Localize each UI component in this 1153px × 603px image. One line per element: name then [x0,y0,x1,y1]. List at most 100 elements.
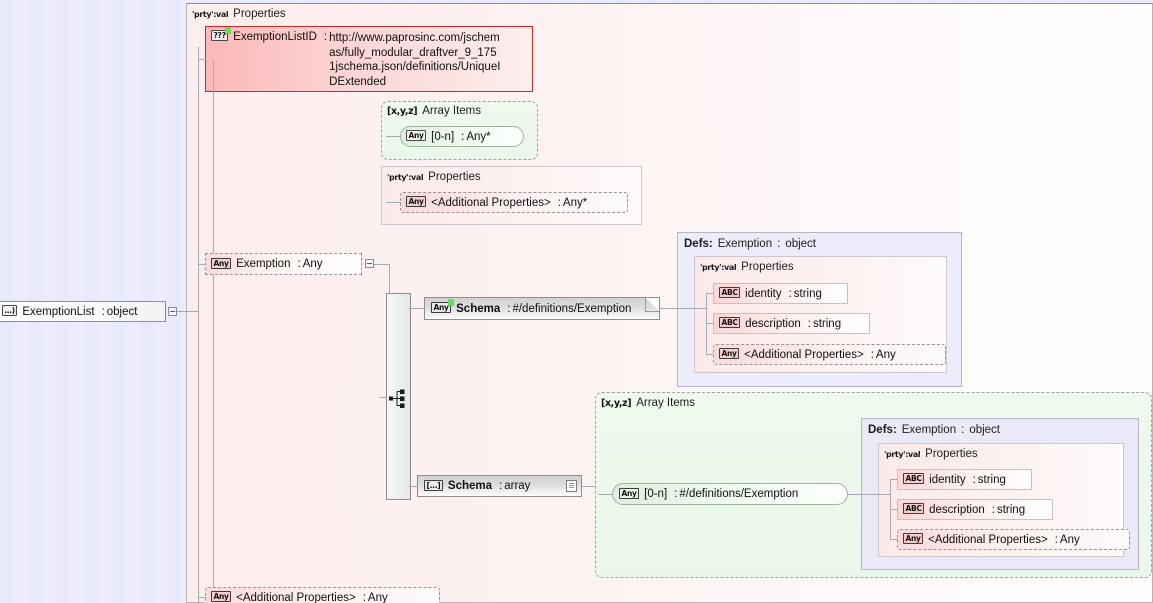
node-additional-properties-inner[interactable]: Any <Additional Properties> : Any* [400,192,628,213]
any-icon: Any [719,348,740,359]
array-items-top-connector [386,136,401,137]
properties-container-header: 'prty':val Properties [187,4,1152,20]
node-schema-ref-separator: : [507,302,511,315]
node-additional-properties-upper-separator: : [870,348,874,361]
root-node-exemptionlist[interactable]: …) ExemptionList : object [0,301,166,322]
defs-lower-properties-label: Properties [925,448,978,460]
string-icon: ABC [903,473,925,484]
node-identity-upper-separator: : [788,287,792,300]
exemption-any-connector [199,264,206,265]
schema-array-out-connector [582,486,596,487]
root-collapse-handle[interactable] [168,307,177,316]
defs-upper-type: object [785,238,816,250]
node-additional-properties-bottom[interactable]: Any <Additional Properties> : Any [205,587,440,603]
schema-ref-in-connector [409,308,425,309]
choice-tree-icon [389,389,405,408]
node-array-item-ref-name: [0-n] [644,488,668,500]
additional-properties-upper-connector [707,354,714,355]
node-schema-array-separator: : [499,480,503,492]
exemptionlistid-branch-spine [213,60,214,600]
properties-inner-header: 'prty':val Properties [382,167,641,183]
unknown-icon: ??? [211,27,232,41]
any-icon: Any [406,196,427,207]
node-additional-properties-inner-type: Any* [562,196,588,209]
node-description-upper-type: string [812,317,842,330]
node-additional-properties-inner-name: <Additional Properties> [431,196,551,209]
array-items-icon: [x,y,z] [387,105,418,117]
properties-container-label: Properties [233,8,286,20]
node-additional-properties-upper[interactable]: Any <Additional Properties> : Any [713,344,946,365]
node-additional-properties-upper-name: <Additional Properties> [744,348,864,361]
defs-upper-branch-spine [706,293,707,355]
node-schema-array-name: Schema [447,480,493,492]
exemption-any-expand-handle[interactable] [365,259,374,268]
node-additional-properties-bottom-name: <Additional Properties> [236,591,356,603]
choice-bar-in-connector [379,397,387,398]
node-array-item-any-separator: : [461,130,465,143]
any-icon: Any [211,591,232,602]
array-item-ref-in-connector [598,494,613,495]
node-identity-upper-name: identity [745,287,782,300]
object-icon: …) [2,305,18,316]
node-additional-properties-lower-name: <Additional Properties> [928,533,1048,546]
node-exemption-any[interactable]: Any Exemption : Any [205,253,362,275]
folded-corner-icon [645,298,659,312]
string-icon: ABC [719,317,741,328]
green-flag-icon [225,27,232,35]
node-schema-ref[interactable]: Any Schema : #/definitions/Exemption [424,297,660,320]
node-additional-properties-inner-separator: : [557,196,561,209]
node-exemptionlistid[interactable]: ??? ExemptionListID : http://www.paprosi… [205,26,533,92]
node-exemption-any-name: Exemption [236,258,291,270]
node-description-upper-name: description [745,317,801,330]
node-array-item-ref[interactable]: Any [0-n] : #/definitions/Exemption [612,483,848,505]
node-schema-ref-name: Schema [456,302,501,315]
prty-val-icon: 'prty':val [884,449,921,459]
any-icon: Any [619,487,640,499]
defs-upper-properties-header: 'prty':val Properties [695,257,946,273]
node-description-lower-type: string [996,503,1026,516]
description-lower-connector [891,509,898,510]
defs-upper-header: Defs: Exemption : object [678,233,961,250]
node-array-item-any-name: [0-n] [431,130,455,143]
node-additional-properties-bottom-type: Any [367,591,388,603]
prty-val-icon: 'prty':val [387,172,424,182]
any-icon: Any [431,299,455,313]
node-schema-array[interactable]: [...] Schema : array [417,475,582,497]
exemption-any-right-connector [374,264,389,265]
prty-val-icon: 'prty':val [700,262,737,272]
document-expand-icon[interactable] [566,480,577,492]
node-identity-lower-type: string [977,473,1006,486]
node-identity-upper-type: string [793,287,822,300]
defs-upper-branch-in [677,308,707,309]
node-description-lower[interactable]: ABC description : string [897,499,1053,520]
node-description-upper[interactable]: ABC description : string [713,313,870,334]
defs-lower-type: object [969,424,1000,436]
root-connector [177,311,199,312]
root-node-separator: : [101,305,105,318]
properties-inner-label: Properties [428,171,481,183]
defs-upper-properties-label: Properties [741,261,794,273]
identity-lower-connector [891,479,898,480]
array-icon: [...] [424,479,443,491]
additional-properties-lower-connector [891,539,898,540]
node-additional-properties-bottom-separator: : [362,591,366,603]
array-items-lower-header: [x,y,z] Array Items [596,393,1151,409]
schema-array-in-connector [409,486,418,487]
node-description-upper-separator: : [807,317,811,330]
root-node-type: object [106,305,138,318]
defs-lower-branch-in [861,494,891,495]
node-exemptionlistid-separator: : [323,31,328,43]
defs-lower-prefix: Defs: [868,424,897,436]
identity-upper-connector [707,293,714,294]
node-identity-lower[interactable]: ABC identity : string [897,469,1032,490]
node-array-item-ref-type: #/definitions/Exemption [679,488,799,500]
node-array-item-any[interactable]: Any [0-n] : Any* [400,126,524,147]
node-identity-upper[interactable]: ABC identity : string [713,283,848,304]
node-description-lower-separator: : [991,503,995,516]
spine-tick-exemptionlistid [198,59,206,60]
node-additional-properties-lower[interactable]: Any <Additional Properties> : Any [897,529,1130,550]
defs-upper-prefix: Defs: [684,238,713,250]
array-items-icon: [x,y,z] [601,397,632,409]
node-exemptionlistid-name: ExemptionListID [233,31,317,43]
